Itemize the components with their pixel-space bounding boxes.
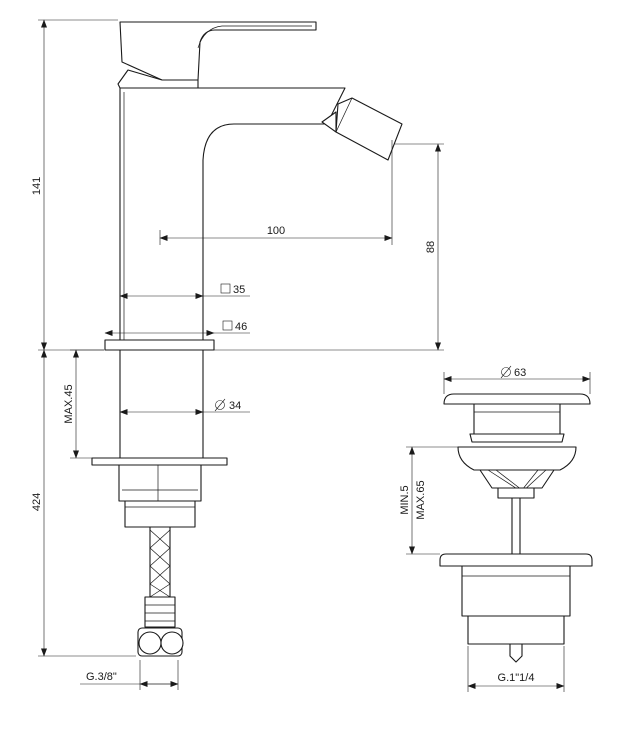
square-symbol: [220, 283, 231, 294]
waste-min-label: MIN.5: [399, 485, 411, 514]
waste-body-flange: [439, 553, 593, 567]
spout-height-label: 88: [425, 241, 437, 253]
body-square-label: 35: [233, 284, 245, 296]
waste-thread-label: G.1"1/4: [498, 672, 535, 684]
mixer-body: [104, 21, 403, 351]
hose-connection-label: G.3/8": [86, 671, 117, 683]
hose-connector: [137, 627, 184, 657]
hose-adapter: [124, 500, 196, 528]
fixing-washer: [91, 457, 228, 466]
waste-cap: [443, 393, 591, 405]
square-symbol: [222, 320, 233, 331]
diameter-symbol: [500, 365, 512, 379]
overall-height-label: 141: [31, 177, 43, 195]
waste-max-label: MAX.65: [415, 480, 427, 519]
waste-flange: [457, 446, 577, 471]
spout-reach-label: 100: [267, 225, 285, 237]
waste-diameter-label: 63: [514, 367, 526, 379]
base-plate: [104, 339, 215, 351]
shank-diameter-label: 34: [229, 400, 241, 412]
base-square-label: 46: [235, 321, 247, 333]
pop-up-waste: [439, 393, 593, 663]
max-deck-thickness-label: MAX.45: [63, 384, 75, 423]
spout-body: [119, 87, 346, 341]
fixing-nut: [118, 464, 202, 502]
hose-length-label: 424: [31, 493, 43, 511]
diameter-symbol: [214, 398, 226, 412]
fixing-kit: [91, 349, 228, 657]
flexible-hose: [144, 526, 176, 628]
threaded-shank: [119, 349, 204, 459]
lever-handle: [119, 21, 317, 81]
